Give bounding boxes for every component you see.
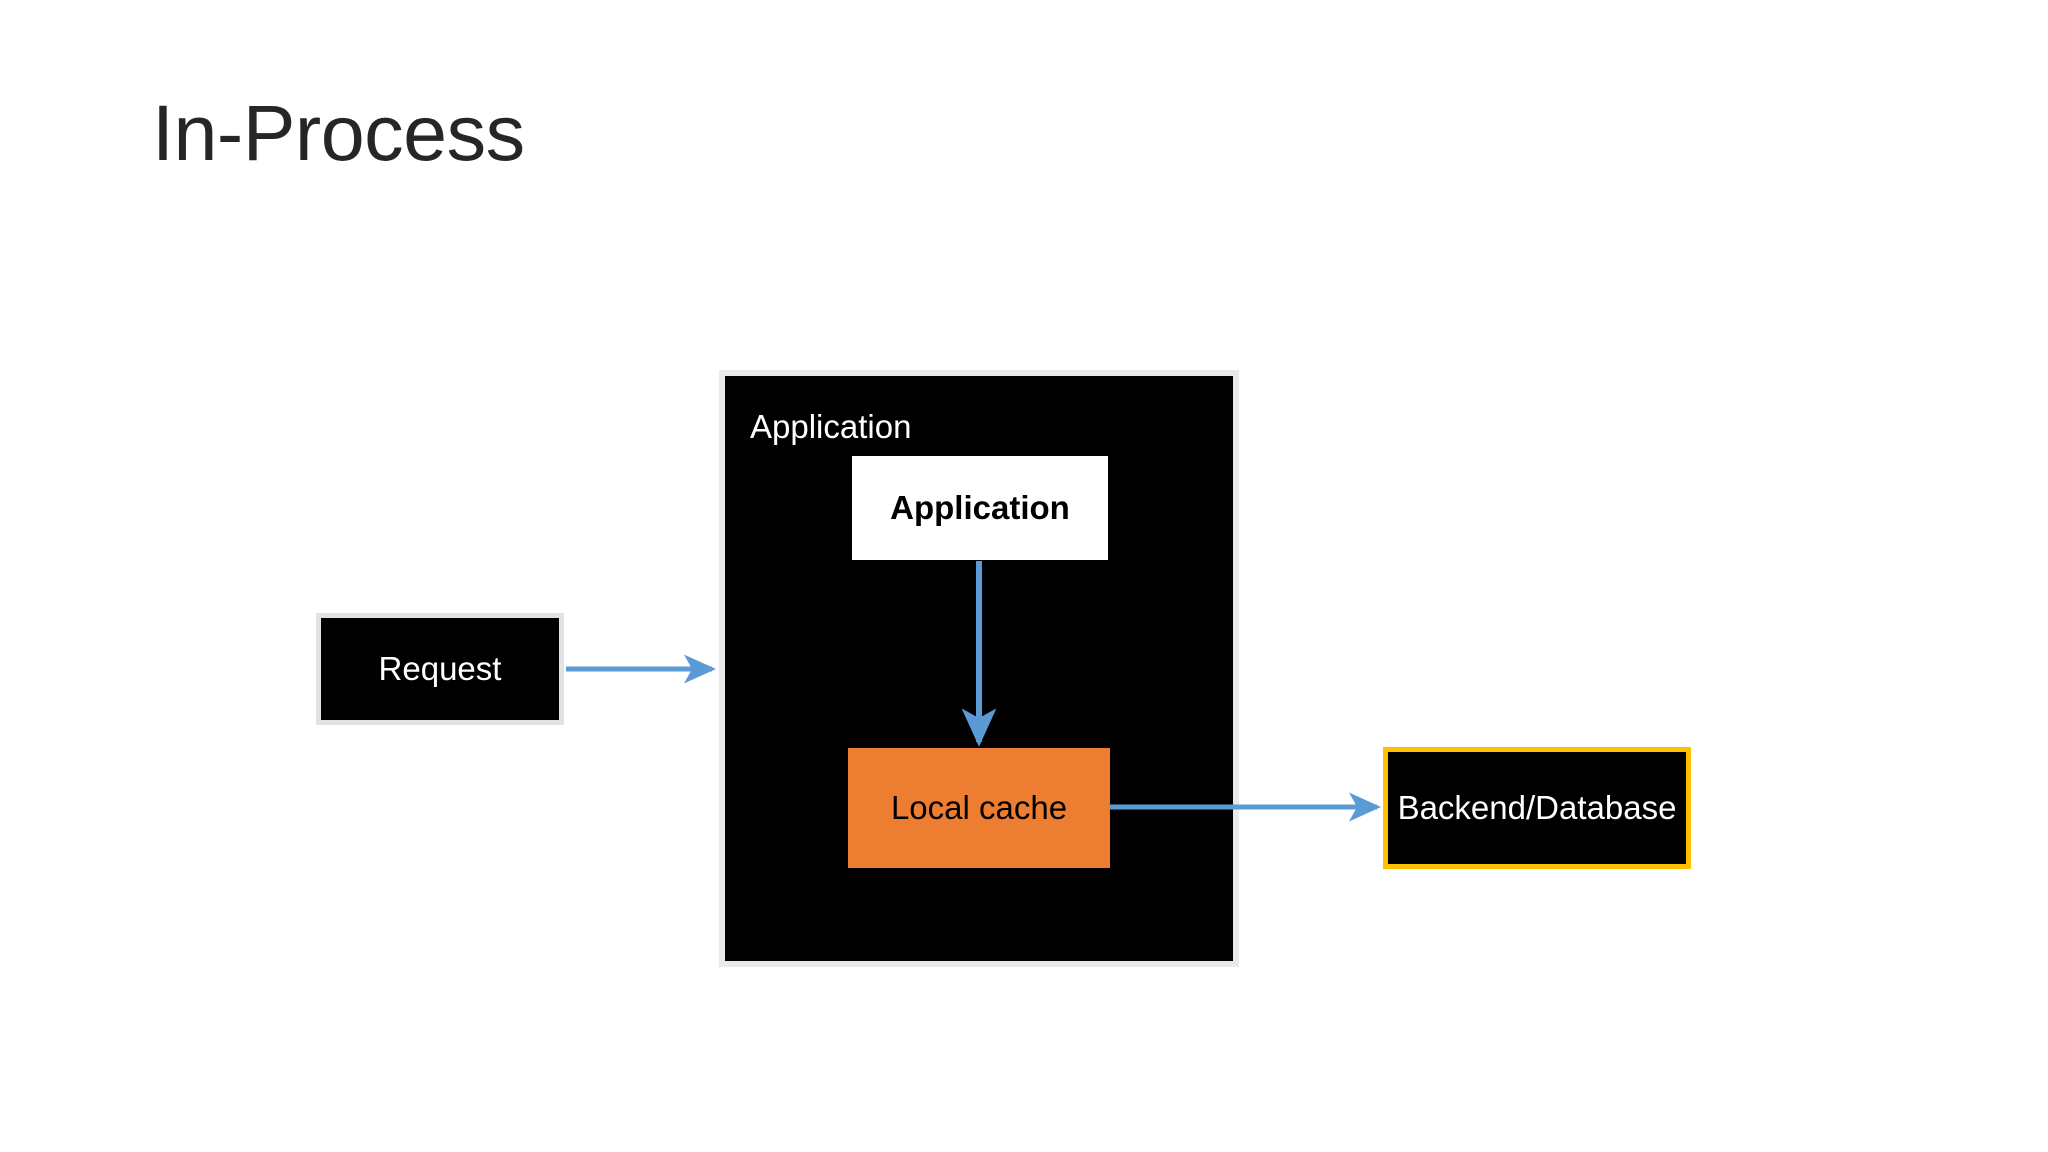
page-title: In-Process: [152, 88, 525, 177]
application-node-label: Application: [890, 489, 1070, 526]
backend-database-node[interactable]: Backend/Database: [1383, 747, 1691, 869]
local-cache-node[interactable]: Local cache: [848, 748, 1110, 868]
application-container-label: Application: [750, 408, 912, 445]
request-node-label: Request: [378, 650, 502, 687]
backend-database-node-label: Backend/Database: [1397, 789, 1677, 826]
request-node[interactable]: Request: [316, 613, 564, 725]
local-cache-node-label: Local cache: [890, 789, 1068, 826]
application-node[interactable]: Application: [852, 456, 1108, 560]
